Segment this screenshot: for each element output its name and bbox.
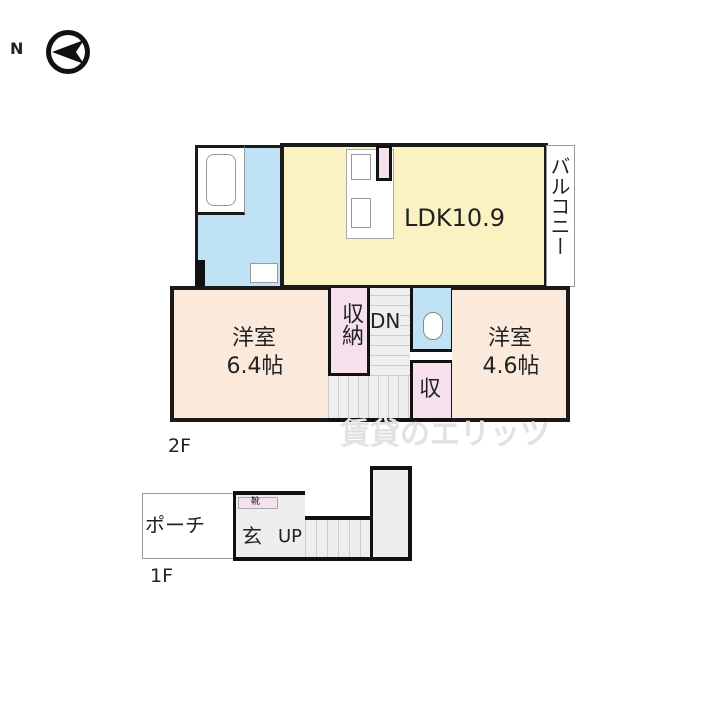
stove-icon — [351, 154, 371, 180]
ldk-room: LDK10.9 — [280, 143, 548, 289]
closet: 収納 — [328, 288, 370, 376]
compass-label: N — [10, 39, 24, 58]
bathtub-icon — [206, 154, 236, 206]
storage: 収 — [410, 360, 454, 422]
stairs-1f — [305, 516, 372, 561]
sink-icon — [250, 263, 278, 283]
watermark: 賃貸のエリッツ — [340, 417, 550, 452]
balcony-label: バルコニー — [547, 156, 571, 256]
entrance-label: 玄 — [242, 524, 262, 548]
shoe-storage: 靴 — [238, 497, 278, 509]
floor-2f-label: 2F — [168, 435, 192, 457]
western-room-4-6: 洋室 4.6帖 — [452, 286, 570, 422]
stairs-up-label: UP — [278, 526, 303, 547]
ldk-label: LDK10.9 — [404, 204, 506, 232]
toilet-icon — [423, 312, 443, 340]
north-arrow-icon — [46, 30, 90, 74]
stairs-1f-landing — [370, 466, 412, 561]
fridge-space — [376, 145, 392, 181]
toilet — [410, 288, 454, 352]
compass: N — [10, 28, 100, 76]
stairs-2f-upper: DN — [370, 288, 410, 376]
closet-label: 収納 — [338, 302, 363, 346]
western-room-1-line2: 6.4帖 — [226, 354, 284, 379]
balcony: バルコニー — [546, 145, 575, 287]
western-room-2-line2: 4.6帖 — [482, 354, 540, 379]
washroom — [195, 215, 282, 287]
western-room-6-4: 洋室 6.4帖 — [170, 286, 330, 422]
floor-1f-label: 1F — [150, 565, 174, 587]
washroom-upper — [245, 145, 282, 215]
stairs-dn-label: DN — [370, 309, 401, 333]
kitchen-sink-icon — [351, 198, 371, 228]
storage-label: 収 — [419, 377, 442, 402]
shoe-storage-label: 靴 — [251, 497, 261, 507]
porch: ポーチ — [142, 493, 235, 559]
bathroom — [195, 145, 245, 215]
stairs-2f — [328, 376, 410, 422]
porch-label: ポーチ — [145, 513, 205, 537]
western-room-1-line1: 洋室 — [231, 326, 276, 351]
entrance: 靴 玄 UP — [233, 491, 305, 561]
western-room-2-line1: 洋室 — [487, 326, 532, 351]
